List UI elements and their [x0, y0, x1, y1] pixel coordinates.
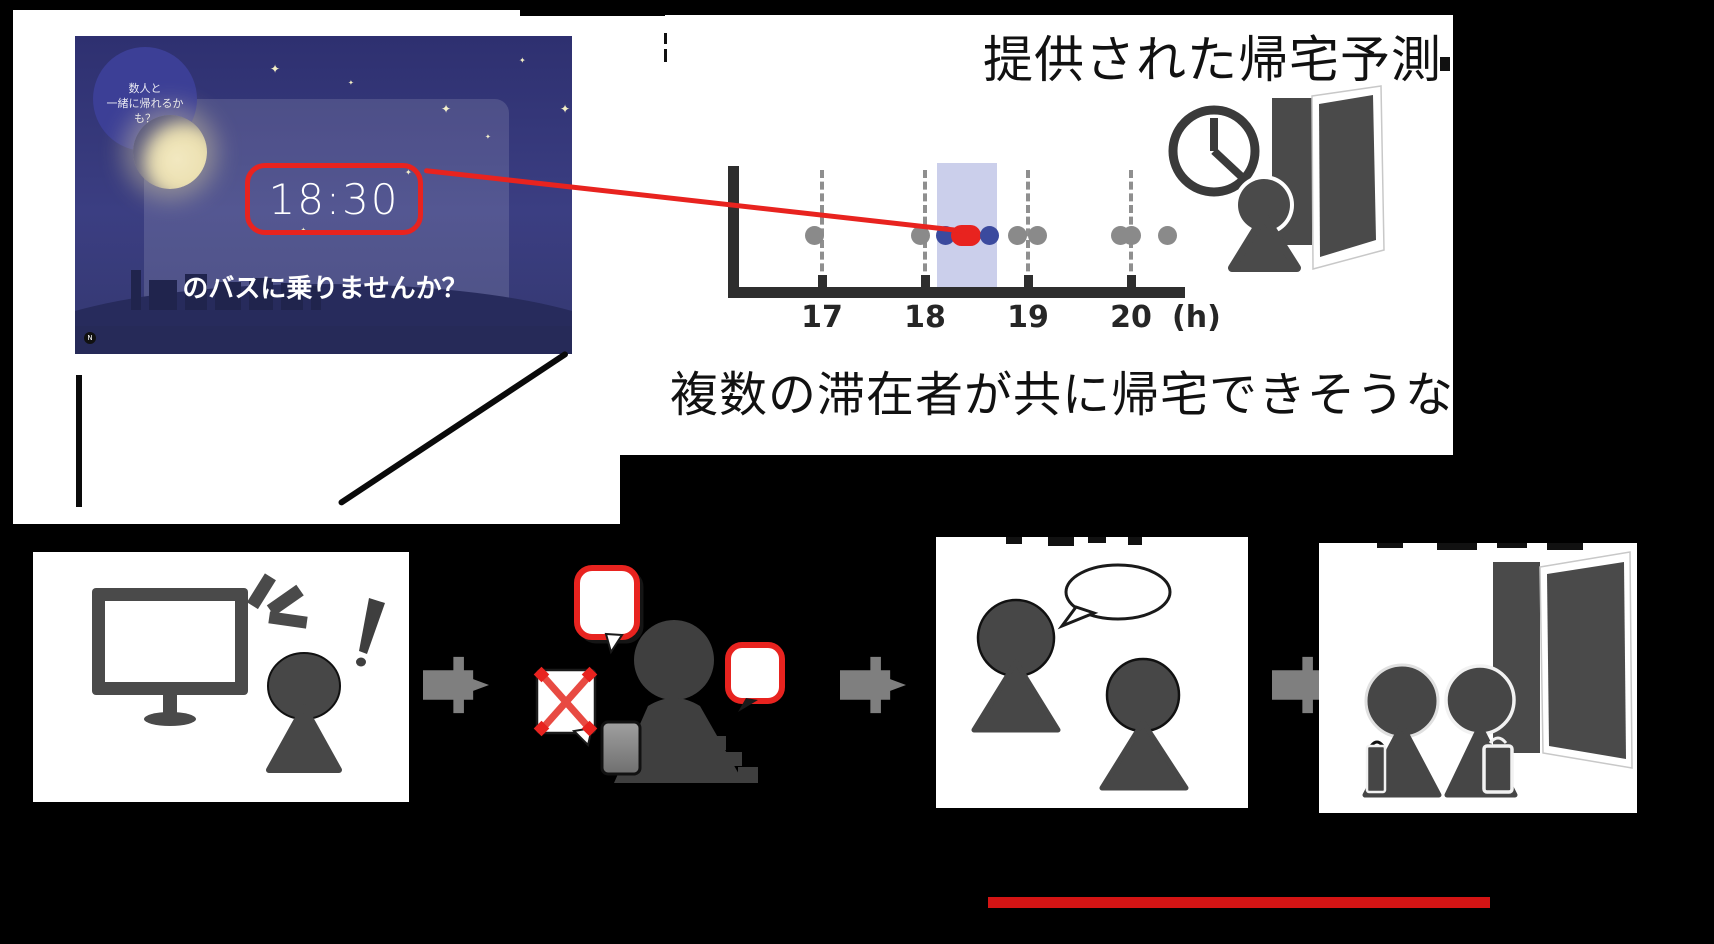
building-silhouette: [311, 286, 321, 310]
other-departure-dot: [1121, 226, 1141, 245]
hill-fill: [75, 326, 572, 354]
red-x-icon: [539, 672, 593, 732]
censored-text-fragment: [1440, 57, 1450, 71]
flow-step-leave-together: [1319, 543, 1637, 813]
leave-together-icons: [1362, 543, 1633, 798]
flow-step-notice-prompt: [33, 552, 409, 802]
prediction-title: 提供された帰宅予測: [983, 31, 1442, 89]
censored-text-fragment: [664, 49, 667, 62]
star-icon: ✦: [348, 79, 354, 87]
censored-text-fragment: [1377, 543, 1403, 548]
censored-text-fragment: [1497, 543, 1527, 548]
x-axis: [728, 287, 1185, 298]
smartphone-icon: [600, 720, 642, 776]
app-screenshot: ✦ ✦ ✦ ✦ ✦ ✦ ✦ ✦ 数人と 一緒に帰れるかも？ 18:30 のバスに…: [75, 36, 572, 354]
x-axis-unit: (h): [1172, 300, 1221, 335]
moon-icon: [133, 115, 207, 189]
speech-bubble-tail: [604, 632, 624, 655]
monitor-screen: [105, 601, 235, 682]
person-body-step: [724, 752, 742, 766]
person-body-step: [708, 736, 726, 750]
open-door-panel: [1319, 95, 1376, 257]
alert-spark-icon: [246, 573, 276, 610]
exclamation-icon: [359, 598, 385, 654]
prediction-panel: 提供された帰宅予測 複数の滞在者が共に帰宅できそうな: [620, 15, 1453, 455]
speech-bubble-icon: [1064, 563, 1172, 621]
person-body-step: [738, 767, 758, 783]
speech-bubble-tail: [1057, 605, 1099, 630]
person-icon: [634, 620, 714, 700]
building-silhouette: [131, 270, 141, 310]
building-silhouette: [281, 283, 303, 310]
companion-departure-dot: [980, 226, 1000, 245]
building-silhouette: [249, 278, 273, 310]
exclamation-dot: [356, 657, 366, 667]
monitor-neck: [163, 695, 177, 715]
red-underline: [988, 897, 1490, 908]
other-departure-dot: [1157, 226, 1177, 245]
censored-text-fragment: [1088, 537, 1106, 543]
other-departure-dot: [911, 226, 931, 245]
bus-time: 18:30: [268, 174, 400, 224]
departure-timeline-chart: 17 18 19 20 (h): [660, 150, 1240, 340]
star-icon: ✦: [485, 133, 491, 141]
censor-box-top-center: [520, 0, 665, 16]
open-door-panel: [1547, 562, 1626, 759]
censored-text-fragment: [1006, 537, 1022, 544]
tick-label-19: 19: [1007, 300, 1049, 335]
person-body: [614, 698, 744, 783]
star-icon: ✦: [441, 102, 452, 116]
tick-20: [1126, 275, 1136, 287]
censored-text-fragment: [664, 33, 667, 44]
building-silhouette: [149, 280, 177, 310]
tick-19: [1023, 275, 1033, 287]
clock-hour-hand: [1211, 148, 1247, 182]
tick-label-17: 17: [801, 300, 843, 335]
speech-bubble-small-tail: [738, 698, 758, 712]
gridline-17: [820, 170, 824, 283]
clock-door-illustration: [1168, 85, 1385, 272]
star-icon: ✦: [560, 102, 571, 116]
y-axis: [728, 166, 739, 298]
n-badge[interactable]: N: [84, 332, 96, 344]
person-body: [1099, 719, 1189, 791]
gridline-19: [1026, 170, 1030, 283]
bus-question-text: のバスに乗りませんか？: [182, 274, 468, 304]
prediction-caption: 複数の滞在者が共に帰宅できそうな: [670, 367, 1453, 423]
censored-text-fragment: [1437, 543, 1477, 550]
person-body: [971, 659, 1061, 733]
tick-17: [817, 275, 827, 287]
censored-text-fragment: [1048, 537, 1074, 546]
tick-label-20: 20: [1110, 300, 1152, 335]
other-departure-dot: [805, 226, 825, 245]
other-departure-dot: [1027, 226, 1047, 245]
censored-text-fragment: [1128, 537, 1142, 545]
flow-step-conversation: [936, 537, 1248, 808]
conversation-icons: [971, 537, 1189, 791]
alert-spark-icon: [268, 611, 308, 629]
person-icon: [1238, 179, 1290, 231]
speech-bubble-red-small-icon: [725, 642, 785, 704]
arrow-right-icon: [840, 656, 906, 714]
bus-time-highlight-box: 18:30: [245, 163, 423, 235]
alert-spark-icon: [266, 584, 304, 617]
tick-18: [920, 275, 930, 287]
star-icon: ✦: [519, 56, 526, 65]
building-silhouette: [215, 282, 241, 310]
person-body: [266, 704, 342, 773]
other-departure-dot: [1008, 226, 1028, 245]
building-silhouette: [185, 274, 207, 310]
star-icon: ✦: [270, 62, 281, 76]
monitor-base: [144, 712, 196, 726]
tick-label-18: 18: [904, 300, 946, 335]
notice-prompt-icons: [92, 573, 385, 773]
person-body: [1228, 212, 1301, 272]
censored-text-fragment: [1547, 543, 1583, 550]
bag-handle: [1488, 736, 1508, 744]
speech-bubble-red-icon: [574, 565, 640, 640]
bag-icon: [1365, 744, 1387, 794]
flow-step-no-direct-contact: [533, 565, 785, 783]
bag-icon: [1482, 744, 1514, 794]
callout-vertical-line: [76, 375, 82, 507]
